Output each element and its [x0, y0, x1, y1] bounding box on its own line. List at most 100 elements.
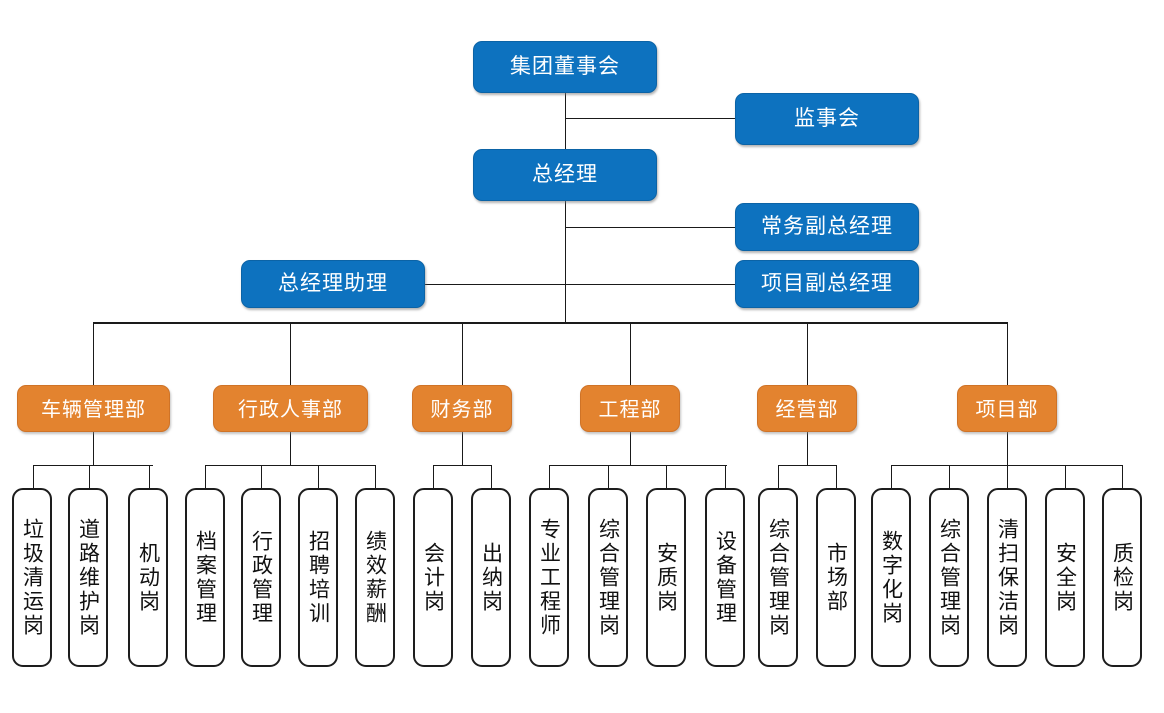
connector-finance-drop-1: [433, 465, 434, 489]
node-position-road-maintenance-label: 道路维护岗: [76, 517, 101, 638]
connector-engineering-drop-2: [608, 465, 609, 489]
node-position-digitalization-label: 数字化岗: [879, 529, 904, 626]
node-general-manager[interactable]: 总经理: [473, 149, 657, 201]
node-position-equipment-management[interactable]: 设备管理: [705, 488, 745, 667]
node-position-waste-transport[interactable]: 垃圾清运岗: [12, 488, 52, 667]
node-department-engineering-label: 工程部: [598, 396, 662, 421]
connector-gm-down-spine: [565, 200, 566, 324]
node-position-marketing[interactable]: 市场部: [816, 488, 856, 667]
node-department-admin-hr-label: 行政人事部: [238, 396, 343, 421]
connector-operations-stem: [807, 431, 808, 466]
node-position-professional-engineer[interactable]: 专业工程师: [529, 488, 569, 667]
connector-operations-drop-2: [836, 465, 837, 489]
node-department-vehicle[interactable]: 车辆管理部: [17, 385, 170, 432]
node-position-mobile-unit-label: 机动岗: [136, 541, 161, 614]
connector-spine-to-exec-vp: [565, 227, 736, 228]
node-position-performance-compensation-label: 绩效薪酬: [363, 529, 388, 626]
connector-bus-drop-project: [1007, 322, 1008, 386]
connector-engineering-stem: [630, 431, 631, 466]
node-position-mobile-unit[interactable]: 机动岗: [128, 488, 168, 667]
connector-engineering-drop-4: [725, 465, 726, 489]
connector-spine-to-gm-assistant: [424, 284, 566, 285]
connector-bus-drop-admin-hr: [290, 322, 291, 386]
connector-vehicle-drop-3: [149, 465, 150, 489]
node-position-administration-label: 行政管理: [249, 529, 274, 626]
node-department-admin-hr[interactable]: 行政人事部: [213, 385, 368, 432]
connector-engineering-drop-3: [666, 465, 667, 489]
node-board[interactable]: 集团董事会: [473, 41, 657, 93]
connector-gm-spine-to-supervisors: [565, 118, 736, 119]
connector-engineering-bus: [549, 465, 727, 466]
node-position-recruitment-training[interactable]: 招聘培训: [298, 488, 338, 667]
node-position-accounting-label: 会计岗: [421, 541, 446, 614]
connector-project-bus: [891, 465, 1122, 466]
node-department-engineering[interactable]: 工程部: [580, 385, 680, 432]
connector-adminhr-drop-3: [318, 465, 319, 489]
connector-project-drop-2: [949, 465, 950, 489]
node-department-operations[interactable]: 经营部: [757, 385, 857, 432]
connector-project-drop-4: [1065, 465, 1066, 489]
node-department-operations-label: 经营部: [775, 396, 839, 421]
node-project-vice-gm[interactable]: 项目副总经理: [735, 260, 919, 308]
node-position-digitalization[interactable]: 数字化岗: [871, 488, 911, 667]
connector-bus-drop-finance: [462, 322, 463, 386]
connector-finance-drop-2: [491, 465, 492, 489]
node-position-safety-label: 安全岗: [1053, 541, 1078, 614]
node-position-recruitment-training-label: 招聘培训: [306, 529, 331, 626]
node-position-safety-quality[interactable]: 安质岗: [646, 488, 686, 667]
connector-project-drop-5: [1122, 465, 1123, 489]
connector-vehicle-stem: [93, 431, 94, 466]
node-department-finance-label: 财务部: [430, 396, 494, 421]
connector-adminhr-stem: [290, 431, 291, 466]
connector-project-drop-3: [1007, 465, 1008, 489]
connector-bus-drop-engineering: [630, 322, 631, 386]
node-position-quality-inspection-label: 质检岗: [1110, 541, 1135, 614]
node-board-label: 集团董事会: [510, 54, 620, 79]
node-position-equipment-management-label: 设备管理: [713, 529, 738, 626]
node-position-archive-management[interactable]: 档案管理: [185, 488, 225, 667]
node-position-engineering-general-management[interactable]: 综合管理岗: [588, 488, 628, 667]
connector-vehicle-drop-2: [89, 465, 90, 489]
connector-main-department-bus: [93, 322, 1008, 324]
connector-finance-bus: [433, 465, 492, 466]
node-executive-vice-gm-label: 常务副总经理: [761, 214, 893, 239]
node-position-quality-inspection[interactable]: 质检岗: [1102, 488, 1142, 667]
node-position-operations-general-management[interactable]: 综合管理岗: [758, 488, 798, 667]
connector-finance-stem: [462, 431, 463, 466]
node-position-waste-transport-label: 垃圾清运岗: [20, 517, 45, 638]
node-position-cleaning[interactable]: 清扫保洁岗: [987, 488, 1027, 667]
node-position-administration[interactable]: 行政管理: [241, 488, 281, 667]
node-position-project-general-management[interactable]: 综合管理岗: [929, 488, 969, 667]
node-supervisors-label: 监事会: [794, 106, 860, 131]
connector-adminhr-drop-4: [375, 465, 376, 489]
node-position-safety[interactable]: 安全岗: [1045, 488, 1085, 667]
connector-project-stem: [1007, 431, 1008, 466]
node-position-cleaning-label: 清扫保洁岗: [995, 517, 1020, 638]
node-position-performance-compensation[interactable]: 绩效薪酬: [355, 488, 395, 667]
connector-adminhr-drop-1: [205, 465, 206, 489]
node-position-professional-engineer-label: 专业工程师: [537, 517, 562, 638]
connector-vehicle-bus: [33, 465, 153, 466]
connector-bus-drop-operations: [807, 322, 808, 386]
connector-operations-bus: [778, 465, 837, 466]
connector-engineering-drop-1: [549, 465, 550, 489]
node-supervisors[interactable]: 监事会: [735, 93, 919, 145]
node-position-project-general-management-label: 综合管理岗: [937, 517, 962, 638]
node-position-operations-general-management-label: 综合管理岗: [766, 517, 791, 638]
node-position-road-maintenance[interactable]: 道路维护岗: [68, 488, 108, 667]
node-department-project[interactable]: 项目部: [957, 385, 1057, 432]
node-department-finance[interactable]: 财务部: [412, 385, 512, 432]
node-executive-vice-gm[interactable]: 常务副总经理: [735, 203, 919, 251]
connector-operations-drop-1: [778, 465, 779, 489]
node-position-cashier[interactable]: 出纳岗: [471, 488, 511, 667]
connector-project-drop-1: [891, 465, 892, 489]
node-position-archive-management-label: 档案管理: [193, 529, 218, 626]
node-gm-assistant[interactable]: 总经理助理: [241, 260, 425, 308]
node-position-accounting[interactable]: 会计岗: [413, 488, 453, 667]
connector-board-to-gm: [565, 92, 566, 150]
node-project-vice-gm-label: 项目副总经理: [761, 271, 893, 296]
connector-bus-drop-vehicle: [93, 322, 94, 386]
node-gm-assistant-label: 总经理助理: [278, 271, 388, 296]
node-position-cashier-label: 出纳岗: [479, 541, 504, 614]
